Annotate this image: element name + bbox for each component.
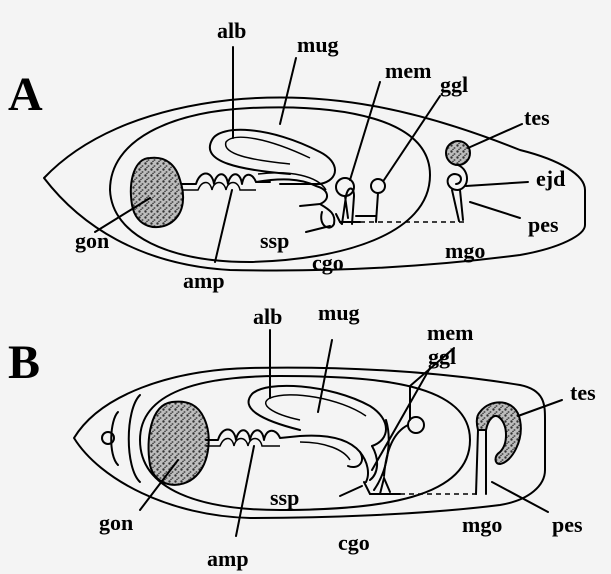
label-mem-a: mem	[385, 58, 431, 83]
label-gon-a: gon	[75, 228, 109, 253]
label-ggl-a: ggl	[440, 72, 468, 97]
panel-b: B	[8, 300, 596, 571]
albumen-gland-b-inner	[266, 395, 366, 420]
label-alb-a: alb	[217, 18, 246, 43]
testis-a	[446, 141, 470, 165]
leader-mug-a	[280, 58, 296, 124]
leader-tes-a	[468, 124, 522, 148]
mucus-gland-b-inner	[300, 442, 350, 460]
label-ssp-a: ssp	[260, 228, 289, 253]
head-outline-b2	[129, 395, 140, 482]
penis-b	[476, 430, 486, 494]
label-mgo-b: mgo	[462, 512, 502, 537]
leader-ggl-a	[384, 96, 440, 180]
leader-ssp-b	[340, 486, 362, 496]
label-alb-b: alb	[253, 304, 282, 329]
mucus-gland-b	[300, 436, 362, 467]
gonad-b	[149, 402, 209, 485]
ganglion-stalk-a	[356, 193, 378, 222]
leader-amp-b	[236, 446, 254, 536]
label-pes-b: pes	[552, 512, 583, 537]
leader-pes-a	[470, 202, 520, 218]
panel-letter-b: B	[8, 336, 40, 389]
label-tes-b: tes	[570, 380, 596, 405]
label-mug-b: mug	[318, 300, 360, 325]
penis-a	[452, 190, 463, 221]
label-cgo-a: cgo	[312, 250, 344, 275]
label-mem-b: mem	[427, 320, 473, 345]
genital-duct-a	[320, 204, 334, 228]
genital-ganglion-a	[371, 179, 385, 193]
label-amp-b: amp	[207, 546, 249, 571]
label-amp-a: amp	[183, 268, 225, 293]
label-mgo-a: mgo	[445, 238, 485, 263]
albumen-gland-a	[210, 130, 335, 184]
label-cgo-b: cgo	[338, 530, 370, 555]
ejaculatory-duct-a	[448, 165, 467, 190]
testis-b	[477, 402, 521, 464]
panel-letter-a: A	[8, 68, 43, 121]
ganglion-stalk-b	[384, 478, 390, 492]
label-gon-b: gon	[99, 510, 133, 535]
label-ejd-a: ejd	[536, 166, 565, 191]
label-pes-a: pes	[528, 212, 559, 237]
gonad-a	[131, 158, 183, 227]
label-ssp-b: ssp	[270, 485, 299, 510]
label-ggl-b: ggl	[428, 344, 456, 369]
leader-mem-a	[350, 82, 380, 180]
leader-ssp-a	[306, 226, 330, 232]
leader-tes-b	[518, 400, 562, 416]
label-tes-a: tes	[524, 105, 550, 130]
leader-ejd-a	[466, 182, 528, 186]
label-mug-a: mug	[297, 32, 339, 57]
leader-amp-a	[215, 190, 232, 262]
membrane-gland-a	[336, 178, 354, 196]
panel-a: A	[8, 18, 585, 293]
